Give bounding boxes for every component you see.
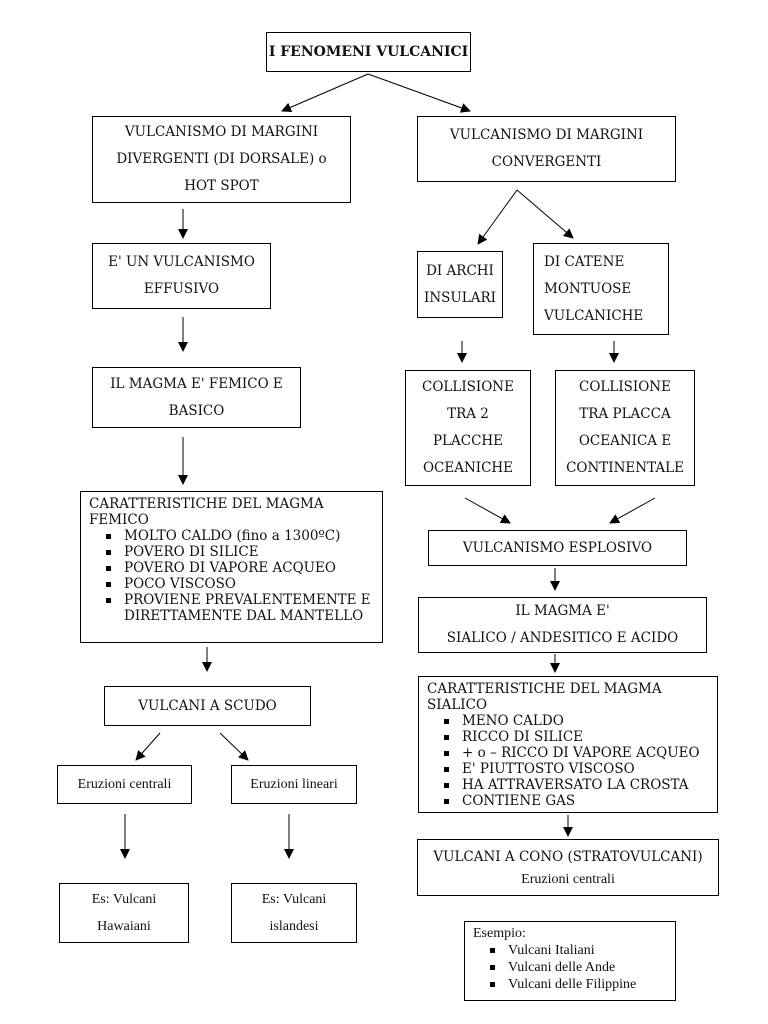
list-item: + o – RICCO DI VAPORE ACQUEO bbox=[444, 745, 709, 761]
list-item: HA ATTRAVERSATO LA CROSTA bbox=[444, 777, 709, 793]
list-item: RICCO DI SILICE bbox=[444, 729, 709, 745]
continental-collision-box: COLLISIONE TRA PLACCA OCEANICA E CONTINE… bbox=[555, 370, 695, 486]
shield-volcanoes-label: VULCANI A SCUDO bbox=[138, 698, 277, 714]
sialic-characteristics-title: CARATTERISTICHE DEL MAGMA SIALICO bbox=[427, 681, 662, 713]
continental-collision-line-3: OCEANICA E bbox=[578, 433, 672, 449]
sialic-line-2: SIALICO / ANDESITICO E ACIDO bbox=[446, 630, 679, 646]
arrow-convergent-to-arcs bbox=[477, 189, 518, 245]
divergent-margins-box: VULCANISMO DI MARGINI DIVERGENTI (DI DOR… bbox=[92, 116, 351, 203]
list-item: POVERO DI SILICE bbox=[106, 544, 374, 560]
arrow-convergent-to-chains bbox=[516, 189, 574, 239]
convergent-line-2: CONVERGENTI bbox=[491, 154, 602, 170]
femic-line-2: BASICO bbox=[168, 402, 225, 419]
icelandic-line-2: islandesi bbox=[269, 919, 319, 934]
shield-volcanoes-box: VULCANI A SCUDO bbox=[104, 686, 311, 726]
list-item: MOLTO CALDO (fino a 1300ºC) bbox=[106, 528, 374, 544]
sialic-magma-box: IL MAGMA E' SIALICO / ANDESITICO E ACIDO bbox=[418, 597, 707, 653]
linear-eruptions-box: Eruzioni lineari bbox=[231, 765, 357, 804]
oceanic-collision-box: COLLISIONE TRA 2 PLACCHE OCEANICHE bbox=[405, 370, 531, 486]
effusive-line-1: E' UN VULCANISMO bbox=[108, 254, 255, 270]
arrow-title-to-divergent bbox=[281, 73, 369, 113]
icelandic-example-box: Es: Vulcani islandesi bbox=[231, 883, 357, 943]
continental-collision-line-4: CONTINENTALE bbox=[566, 460, 684, 476]
continental-collision-line-2: TRA PLACCA bbox=[579, 406, 671, 422]
oceanic-collision-line-3: PLACCHE bbox=[432, 433, 504, 449]
cone-volcanoes-box: VULCANI A CONO (STRATOVULCANI) Eruzioni … bbox=[417, 839, 719, 896]
island-arcs-line-2: INSULARI bbox=[424, 289, 496, 306]
oceanic-collision-line-2: TRA 2 bbox=[447, 406, 489, 422]
examples-list: Vulcani Italiani Vulcani delle Ande Vulc… bbox=[473, 942, 667, 993]
central-eruptions-box: Eruzioni centrali bbox=[57, 765, 192, 804]
mountain-chains-line-2: MONTUOSE bbox=[544, 280, 632, 297]
effusive-line-2: EFFUSIVO bbox=[143, 281, 220, 297]
cone-volcanoes-sublabel: Eruzioni centrali bbox=[521, 871, 615, 887]
island-arcs-line-1: DI ARCHI bbox=[426, 262, 494, 279]
list-item: Vulcani delle Ande bbox=[490, 959, 667, 976]
central-eruptions-label: Eruzioni centrali bbox=[77, 776, 172, 792]
diagram-title: I FENOMENI VULCANICI bbox=[268, 44, 469, 60]
list-item: Vulcani Italiani bbox=[490, 942, 667, 959]
divergent-line-3: HOT SPOT bbox=[184, 178, 259, 194]
list-item: POCO VISCOSO bbox=[106, 576, 374, 592]
convergent-line-1: VULCANISMO DI MARGINI bbox=[449, 127, 644, 143]
divergent-line-1: VULCANISMO DI MARGINI bbox=[124, 124, 319, 140]
mountain-chains-line-3: VULCANICHE bbox=[544, 307, 644, 324]
femic-magma-box: IL MAGMA E' FEMICO E BASICO bbox=[92, 367, 301, 428]
sialic-characteristics-list: MENO CALDO RICCO DI SILICE + o – RICCO D… bbox=[427, 713, 709, 809]
sialic-characteristics-box: CARATTERISTICHE DEL MAGMA SIALICO MENO C… bbox=[418, 676, 718, 813]
femic-characteristics-title: CARATTERISTICHE DEL MAGMA FEMICO bbox=[89, 496, 324, 528]
list-item: E' PIUTTOSTO VISCOSO bbox=[444, 761, 709, 777]
femic-line-1: IL MAGMA E' FEMICO E bbox=[110, 375, 283, 392]
mountain-chains-box: DI CATENE MONTUOSE VULCANICHE bbox=[533, 243, 669, 335]
sialic-line-1: IL MAGMA E' bbox=[515, 603, 610, 619]
icelandic-line-1: Es: Vulcani bbox=[261, 892, 327, 907]
list-item: POVERO DI VAPORE ACQUEO bbox=[106, 560, 374, 576]
effusive-volcanism-box: E' UN VULCANISMO EFFUSIVO bbox=[92, 243, 271, 309]
hawaiian-line-1: Es: Vulcani bbox=[91, 892, 157, 907]
divergent-line-2: DIVERGENTI (DI DORSALE) o bbox=[116, 151, 327, 167]
explosive-volcanism-label: VULCANISMO ESPLOSIVO bbox=[462, 540, 653, 556]
explosive-volcanism-box: VULCANISMO ESPLOSIVO bbox=[428, 530, 687, 566]
continental-collision-line-1: COLLISIONE bbox=[579, 379, 671, 395]
list-item: CONTIENE GAS bbox=[444, 793, 709, 809]
convergent-margins-box: VULCANISMO DI MARGINI CONVERGENTI bbox=[417, 116, 676, 182]
list-item: MENO CALDO bbox=[444, 713, 709, 729]
diagram-title-box: I FENOMENI VULCANICI bbox=[266, 32, 471, 72]
examples-box: Esempio: Vulcani Italiani Vulcani delle … bbox=[464, 921, 676, 1001]
arrow-oceanic-to-explosive bbox=[464, 497, 511, 524]
hawaiian-line-2: Hawaiani bbox=[97, 919, 151, 934]
list-item: PROVIENE PREVALENTEMENTE E DIRETTAMENTE … bbox=[106, 592, 374, 624]
arrow-continental-to-explosive bbox=[609, 497, 656, 524]
femic-characteristics-list: MOLTO CALDO (fino a 1300ºC) POVERO DI SI… bbox=[89, 528, 374, 624]
list-item: Vulcani delle Filippine bbox=[490, 976, 667, 993]
oceanic-collision-line-4: OCEANICHE bbox=[422, 460, 514, 476]
examples-title: Esempio: bbox=[473, 926, 526, 941]
arrow-title-to-convergent bbox=[367, 73, 471, 113]
island-arcs-box: DI ARCHI INSULARI bbox=[417, 251, 503, 318]
femic-characteristics-box: CARATTERISTICHE DEL MAGMA FEMICO MOLTO C… bbox=[80, 491, 383, 643]
arrow-shield-to-linear bbox=[219, 732, 249, 761]
hawaiian-example-box: Es: Vulcani Hawaiani bbox=[59, 883, 189, 943]
arrow-shield-to-central bbox=[135, 732, 161, 761]
oceanic-collision-line-1: COLLISIONE bbox=[422, 379, 514, 395]
mountain-chains-line-1: DI CATENE bbox=[544, 253, 625, 270]
cone-volcanoes-label: VULCANI A CONO (STRATOVULCANI) bbox=[433, 848, 703, 865]
linear-eruptions-label: Eruzioni lineari bbox=[250, 776, 338, 792]
